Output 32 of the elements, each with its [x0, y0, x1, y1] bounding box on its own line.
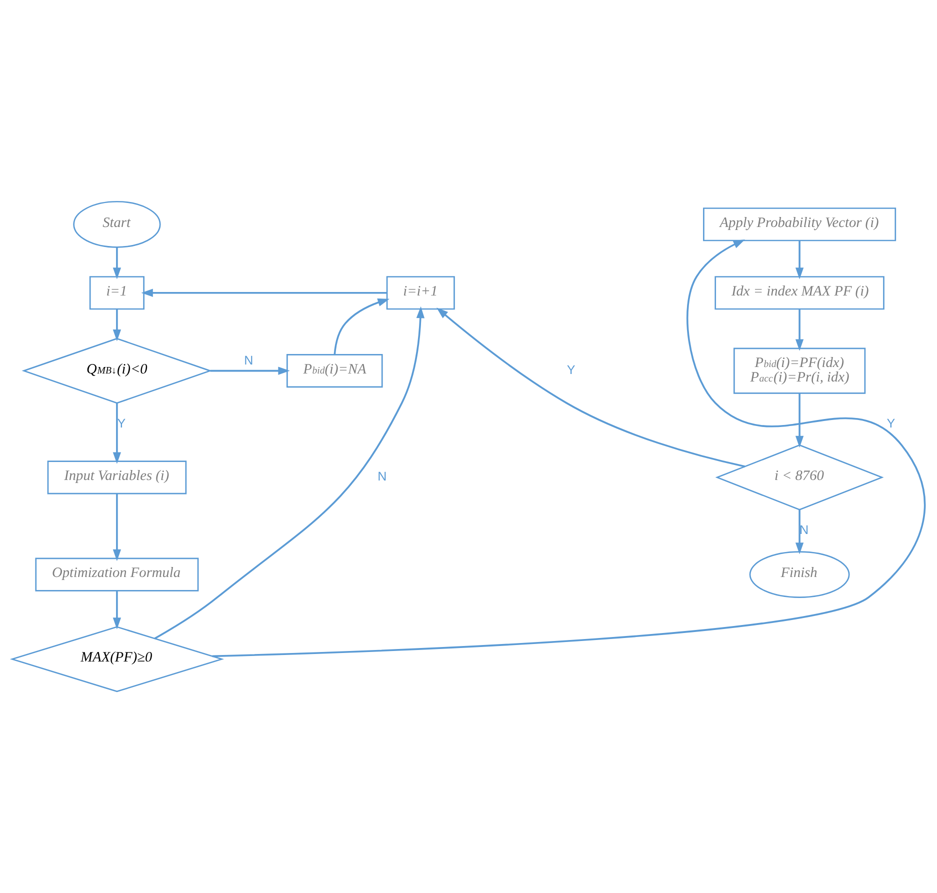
arrow	[795, 510, 804, 554]
arrow	[795, 240, 804, 280]
node-diamond: MAX(PF)≥0	[10, 626, 224, 692]
arrow	[212, 239, 926, 658]
arrow	[112, 248, 122, 280]
arrow	[141, 288, 387, 297]
node-box: Input Variables (i)	[47, 460, 187, 494]
node-box: i=i+1	[386, 276, 455, 310]
arrow	[334, 298, 390, 355]
arrow	[436, 308, 746, 468]
node-box: Optimization Formula	[35, 558, 199, 592]
arrow	[112, 591, 122, 630]
node-diamond: QMB↓(i)<0	[22, 338, 212, 404]
arrow	[154, 306, 425, 640]
node-box: Apply Probability Vector (i)	[703, 208, 896, 242]
edge-label: Y	[566, 363, 576, 378]
node-box: Idx = index MAX PF (i)	[714, 276, 884, 310]
arrow	[112, 309, 122, 342]
edge-label: Y	[886, 416, 896, 430]
arrow	[210, 366, 290, 375]
node-box: Pbid(i)=NA	[286, 354, 383, 388]
node-box: i=1	[89, 276, 144, 310]
node-ellipse: Start	[73, 200, 161, 248]
edge-label: N	[799, 523, 809, 538]
arrow	[795, 393, 804, 448]
node-box: Pbid(i)=PF(idx) Pacc(i)=Pr(i, idx)	[733, 348, 866, 394]
node-ellipse: Finish	[749, 551, 850, 598]
edge-label: N	[244, 354, 254, 368]
node-diamond: i < 8760	[715, 444, 884, 510]
edge-label: N	[378, 470, 387, 484]
arrow	[112, 494, 122, 562]
arrow	[795, 309, 804, 351]
